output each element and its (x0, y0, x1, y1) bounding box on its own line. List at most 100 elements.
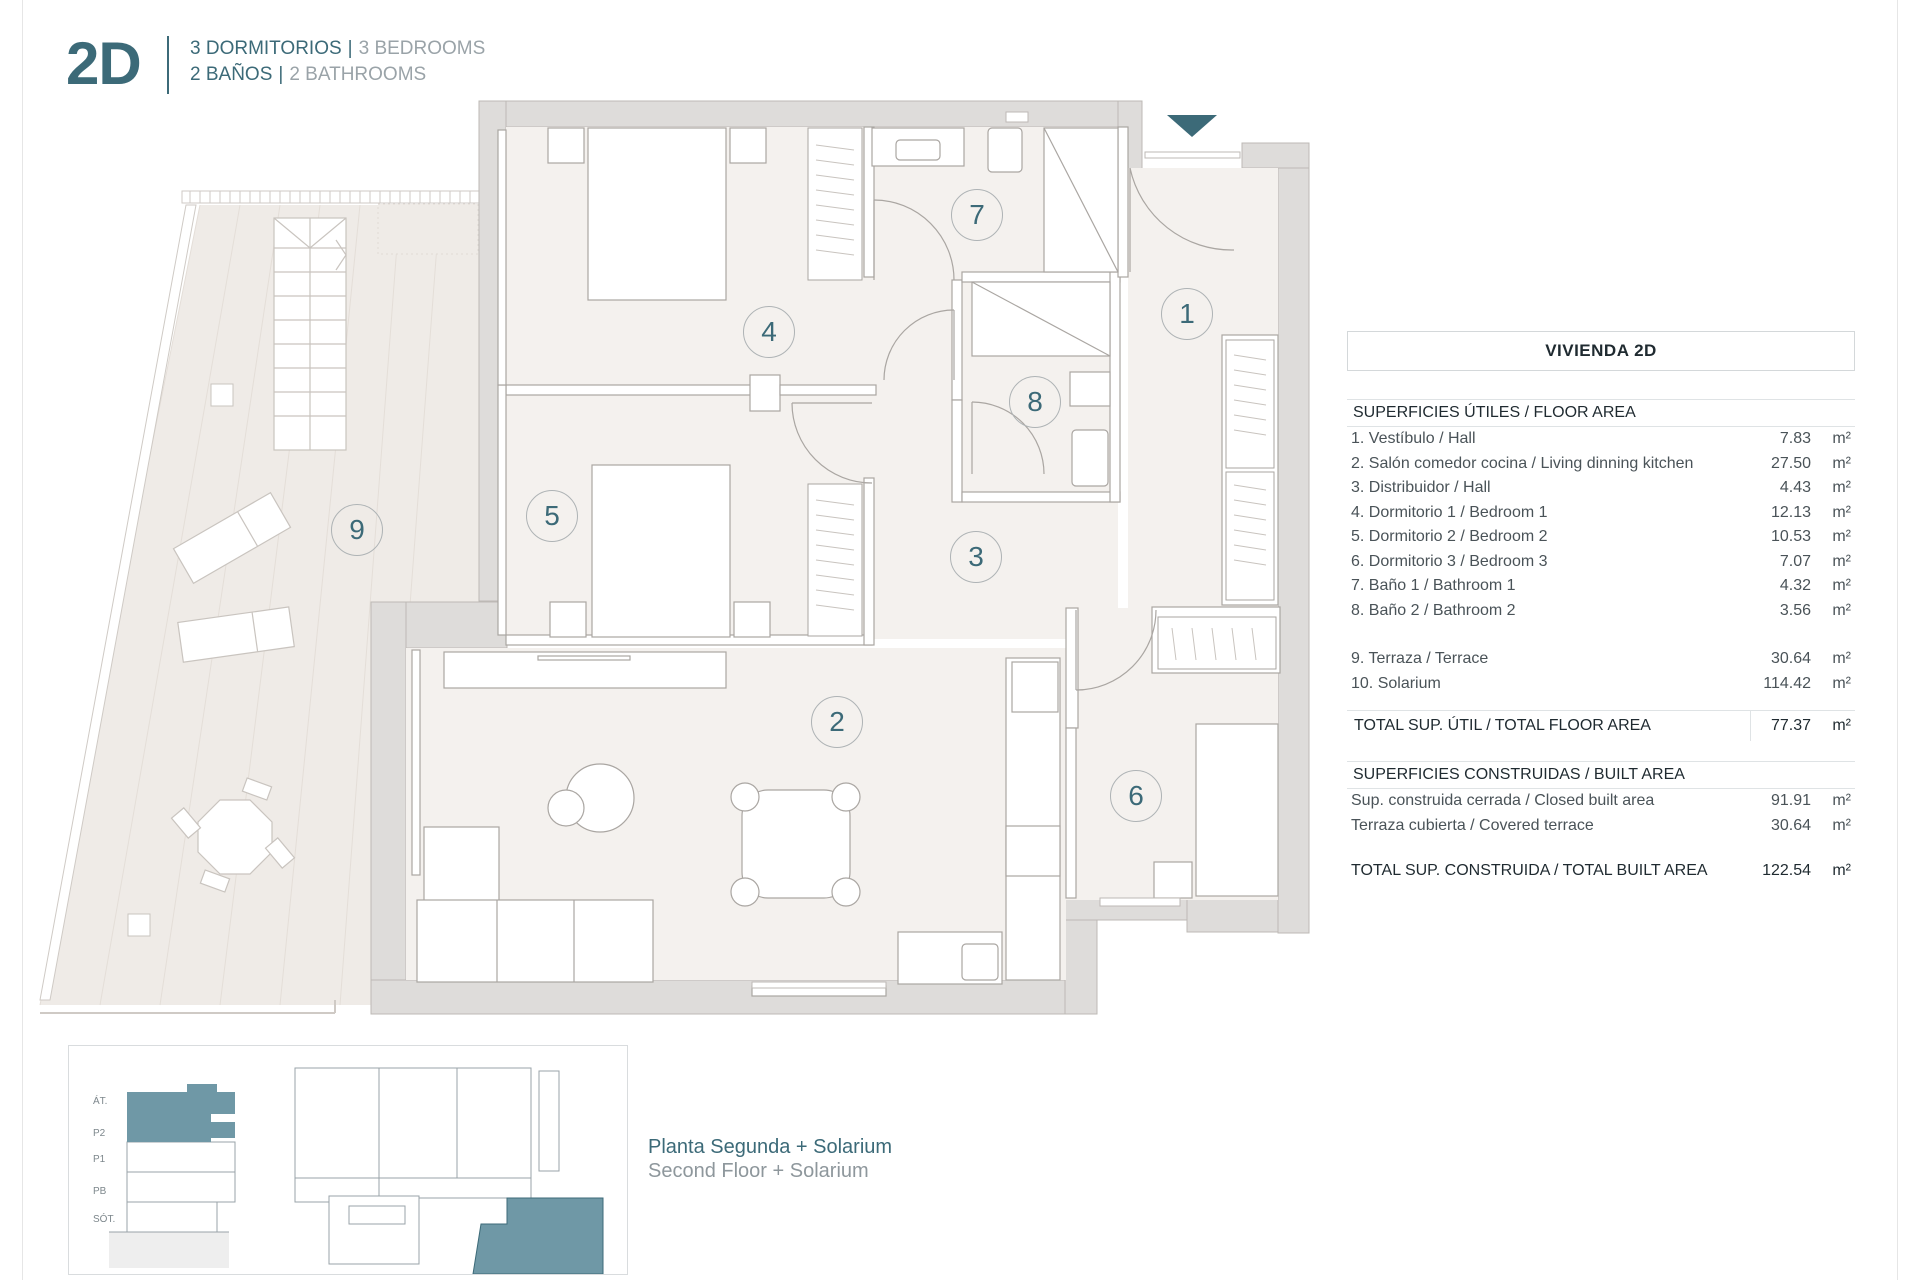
wardrobes (807, 127, 1277, 670)
terrace-table (170, 777, 296, 893)
room-number-3: 3 (950, 531, 1002, 583)
terrace-floor (40, 205, 480, 1005)
bedrooms-separator: | (347, 38, 353, 59)
row-gap (1347, 623, 1855, 647)
table-row: 10. Solarium 114.42 m² (1347, 672, 1855, 697)
row-label: 3. Distribuidor / Hall (1351, 479, 1491, 496)
room-number-9: 9 (331, 504, 383, 556)
bathrooms-en: 2 BATHROOMS (289, 64, 427, 85)
level-label-basement: SÓT. (93, 1214, 116, 1225)
row-unit: m² (1832, 792, 1851, 809)
total-floor-unit: m² (1832, 717, 1851, 734)
total-floor-label: TOTAL SUP. ÚTIL / TOTAL FLOOR AREA (1354, 717, 1651, 734)
windows (751, 111, 1241, 989)
row-label: 10. Solarium (1351, 674, 1441, 692)
row-label: 5. Dormitorio 2 / Bedroom 2 (1351, 528, 1548, 545)
row-value: 10.53 (1770, 528, 1811, 545)
row-unit: m² (1832, 577, 1851, 594)
row-label: Terraza cubierta / Covered terrace (1351, 816, 1594, 834)
stairs (273, 217, 347, 451)
row-unit: m² (1832, 454, 1851, 472)
room-number-2: 2 (811, 696, 863, 748)
table-row: 5. Dormitorio 2 / Bedroom 2 10.53 m² (1347, 525, 1855, 550)
bedrooms-en: 3 BEDROOMS (358, 38, 486, 59)
living-furniture (411, 649, 1061, 997)
key-plan-caption: Planta Segunda + Solarium Second Floor +… (648, 1135, 892, 1183)
row-unit: m² (1832, 552, 1851, 570)
beds (547, 127, 1279, 899)
row-unit: m² (1832, 503, 1851, 521)
table-row: 9. Terraza / Terrace 30.64 m² (1347, 647, 1855, 672)
row-label: 8. Baño 2 / Bathroom 2 (1351, 601, 1516, 619)
row-value: 7.83 (1779, 430, 1811, 447)
level-label-pb: PB (93, 1186, 107, 1197)
room-number-6: 6 (1110, 770, 1162, 822)
table-row: 2. Salón comedor cocina / Living dinning… (1347, 452, 1855, 477)
room-number-7: 7 (951, 189, 1003, 241)
key-plan-drawing (109, 1067, 604, 1274)
section-diagram (109, 1141, 236, 1268)
total-built-area-row: TOTAL SUP. CONSTRUIDA / TOTAL BUILT AREA… (1347, 856, 1855, 886)
terrace-railing-left (39, 204, 197, 1001)
table-row: Sup. construida cerrada / Closed built a… (1347, 789, 1855, 814)
floor-area-rows: 1. Vestíbulo / Hall 7.83 m² 2. Salón comed… (1347, 427, 1855, 696)
row-label: 7. Baño 1 / Bathroom 1 (1351, 577, 1516, 594)
bathrooms-separator: | (278, 64, 284, 85)
row-unit: m² (1832, 430, 1851, 447)
row-value: 114.42 (1763, 674, 1811, 692)
bedrooms-line: 3 DORMITORIOS|3 BEDROOMS (190, 36, 590, 62)
bathroom-1-fixtures (871, 127, 1119, 273)
key-plan: ÁT. P2 P1 PB SÓT. (68, 1045, 628, 1275)
row-unit: m² (1832, 528, 1851, 545)
row-value: 30.64 (1770, 816, 1811, 834)
total-floor-area-row: TOTAL SUP. ÚTIL / TOTAL FLOOR AREA 77.37… (1347, 710, 1855, 741)
room-number-5: 5 (526, 490, 578, 542)
header-lines: 3 DORMITORIOS|3 BEDROOMS 2 BAÑOS|2 BATHR… (190, 36, 590, 88)
row-label: 1. Vestíbulo / Hall (1351, 430, 1476, 447)
sun-loungers (172, 491, 295, 663)
unit-code: 2D (66, 30, 142, 97)
row-label: 2. Salón comedor cocina / Living dinning… (1351, 454, 1694, 472)
row-unit: m² (1832, 674, 1851, 692)
row-value: 27.50 (1770, 454, 1811, 472)
row-label: 6. Dormitorio 3 / Bedroom 3 (1351, 552, 1548, 570)
entrance-arrow-icon (1167, 115, 1217, 137)
row-label: Sup. construida cerrada / Closed built a… (1351, 792, 1655, 809)
room-number-1: 1 (1161, 288, 1213, 340)
bathrooms-es: 2 BAÑOS (190, 64, 273, 85)
total-built-label: TOTAL SUP. CONSTRUIDA / TOTAL BUILT AREA (1351, 862, 1708, 879)
planter (377, 203, 479, 255)
key-plan-title-es: Planta Segunda + Solarium (648, 1136, 893, 1158)
row-unit: m² (1832, 650, 1851, 667)
row-value: 30.64 (1770, 650, 1811, 667)
page-frame-right (1897, 0, 1898, 1280)
page-frame-left (22, 0, 23, 1280)
row-value: 4.32 (1779, 577, 1811, 594)
row-unit: m² (1832, 601, 1851, 619)
row-unit: m² (1832, 479, 1851, 496)
level-label-p2: P2 (93, 1128, 106, 1139)
total-built-unit: m² (1832, 862, 1851, 879)
footprint-outline (294, 1067, 560, 1265)
row-label: 4. Dormitorio 1 / Bedroom 1 (1351, 503, 1548, 521)
table-row: 6. Dormitorio 3 / Bedroom 3 7.07 m² (1347, 550, 1855, 575)
total-built-value: 122.54 (1762, 862, 1811, 879)
level-label-attic: ÁT. (93, 1096, 108, 1107)
header-separator (167, 36, 169, 94)
bathroom-2-fixtures (971, 281, 1111, 487)
table-row: 7. Baño 1 / Bathroom 1 4.32 m² (1347, 574, 1855, 599)
row-value: 3.56 (1779, 601, 1811, 619)
table-title: VIVIENDA 2D (1347, 331, 1855, 371)
room-number-4: 4 (743, 306, 795, 358)
table-row: Terraza cubierta / Covered terrace 30.64 m… (1347, 814, 1855, 839)
table-row: 1. Vestíbulo / Hall 7.83 m² (1347, 427, 1855, 452)
section-highlight (127, 1084, 235, 1142)
row-label: 9. Terraza / Terrace (1351, 650, 1489, 667)
total-floor-value: 77.37 (1749, 711, 1811, 741)
row-unit: m² (1832, 816, 1851, 834)
row-value: 7.07 (1779, 552, 1811, 570)
built-area-rows: Sup. construida cerrada / Closed built a… (1347, 789, 1855, 838)
built-area-heading: SUPERFICIES CONSTRUIDAS / BUILT AREA (1347, 761, 1855, 789)
